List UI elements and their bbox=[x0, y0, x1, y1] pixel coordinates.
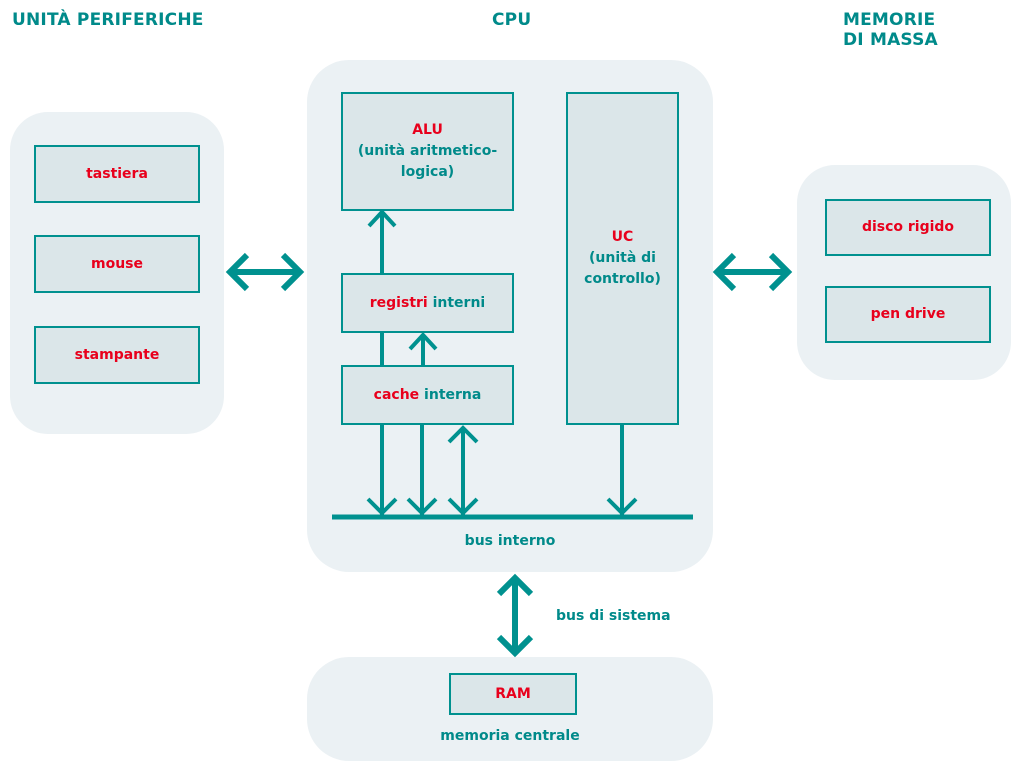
alu-description-line1: (unità aritmetico- bbox=[357, 143, 498, 159]
storage-pen-drive: pen drive bbox=[825, 286, 991, 343]
peripheral-label: tastiera bbox=[86, 165, 148, 182]
storage-label: disco rigido bbox=[861, 219, 955, 235]
registers-box: registri interni bbox=[341, 273, 514, 333]
uc-name: UC bbox=[611, 229, 634, 245]
peripheral-mouse: mouse bbox=[34, 235, 200, 293]
cpu-title: CPU bbox=[492, 10, 532, 30]
cache-to-registers-arrow bbox=[408, 332, 438, 365]
registers-qualifier: interni bbox=[432, 294, 486, 311]
peripheral-keyboard: tastiera bbox=[34, 145, 200, 203]
peripheral-label: stampante bbox=[74, 346, 160, 363]
cache-bus-double-arrow bbox=[447, 425, 479, 516]
peripheral-printer: stampante bbox=[34, 326, 200, 384]
cache-to-bus-arrow-1 bbox=[366, 425, 398, 516]
registers-name: registri bbox=[369, 294, 428, 311]
uc-description-line2: controllo) bbox=[584, 271, 661, 287]
peripheral-label: mouse bbox=[90, 255, 143, 272]
cache-qualifier: interna bbox=[424, 386, 482, 403]
mass-storage-title: MEMORIE DI MASSA bbox=[843, 10, 938, 50]
ram-box: RAM bbox=[449, 673, 577, 715]
system-bus-arrow bbox=[496, 573, 534, 658]
cpu-mass-storage-arrow bbox=[712, 252, 793, 292]
internal-bus-label: bus interno bbox=[464, 533, 556, 549]
peripherals-title: UNITÀ PERIFERICHE bbox=[12, 10, 204, 30]
alu-box: ALU (unità aritmetico- logica) bbox=[341, 92, 514, 211]
uc-description-line1: (unità di bbox=[589, 250, 656, 266]
mass-storage-title-line1: MEMORIE bbox=[843, 10, 936, 30]
system-bus-label: bus di sistema bbox=[556, 608, 671, 624]
storage-label: pen drive bbox=[870, 306, 946, 322]
cache-to-bus-arrow-2 bbox=[406, 425, 438, 516]
peripherals-cpu-arrow bbox=[225, 252, 305, 292]
cache-box: cache interna bbox=[341, 365, 514, 425]
ram-label: RAM bbox=[495, 685, 531, 702]
registers-to-alu-arrow bbox=[367, 209, 397, 273]
mass-storage-title-line2: DI MASSA bbox=[843, 30, 938, 50]
uc-to-bus-arrow bbox=[606, 425, 638, 516]
alu-description-line2: logica) bbox=[400, 164, 455, 180]
main-memory-label: memoria centrale bbox=[440, 728, 580, 744]
cache-name: cache bbox=[373, 386, 420, 403]
alu-name: ALU bbox=[412, 122, 443, 138]
uc-box: UC (unità di controllo) bbox=[566, 92, 679, 425]
storage-hard-disk: disco rigido bbox=[825, 199, 991, 256]
